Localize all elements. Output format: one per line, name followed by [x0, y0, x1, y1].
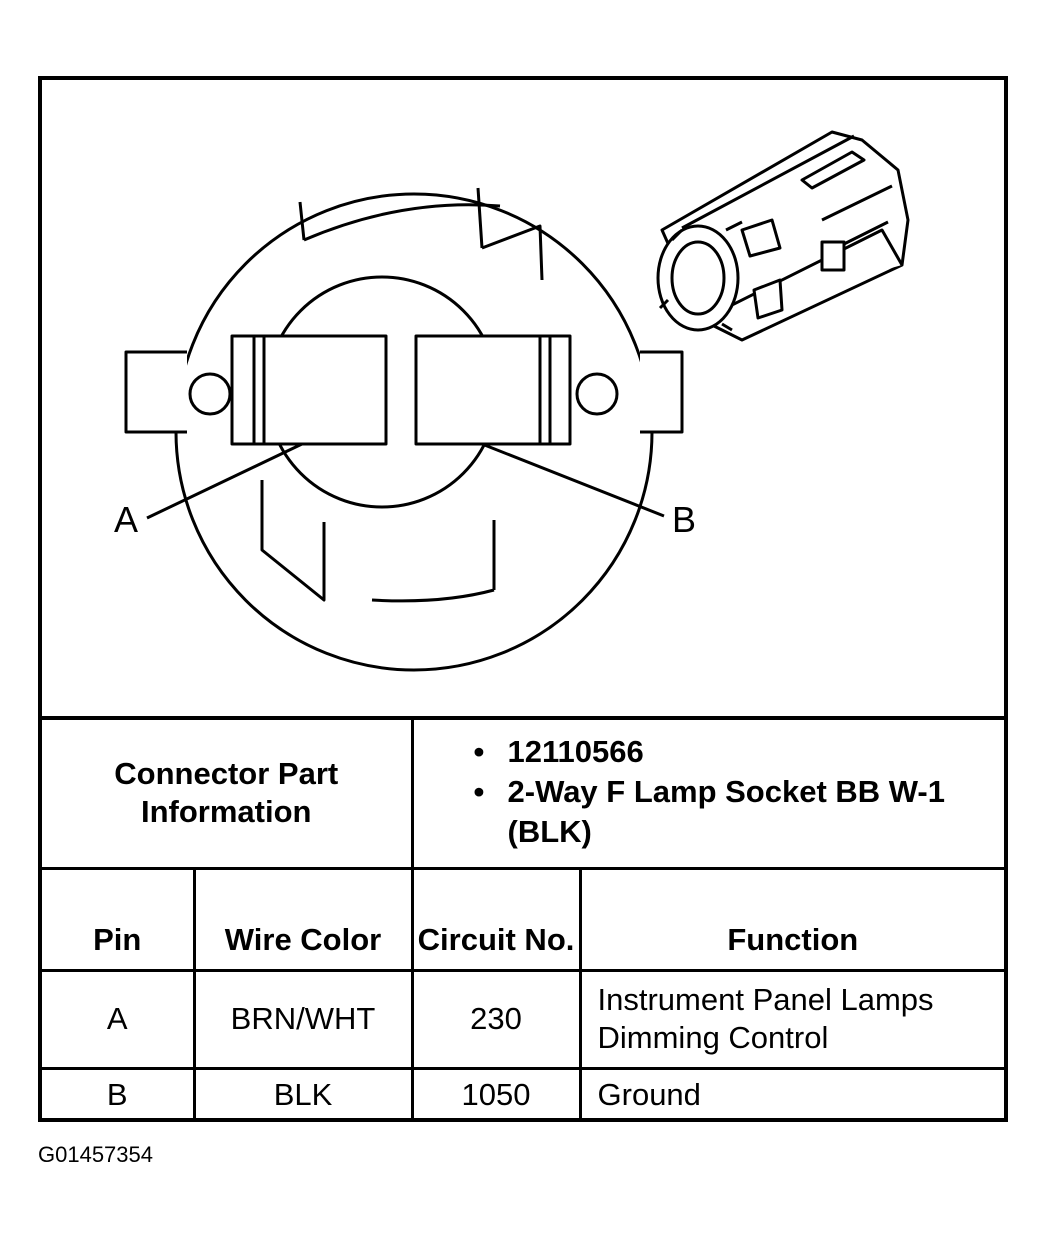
row-b-function: Ground: [578, 1066, 1005, 1120]
row-b-wire-color: BLK: [192, 1066, 414, 1120]
leader-line-a: [146, 442, 303, 520]
left-mounting-tab: [124, 350, 187, 434]
table-row: A BRN/WHT 230 Instrument Panel Lamps Dim…: [42, 968, 1005, 1070]
col-header-wire-color: Wire Color: [192, 866, 414, 972]
row-b-circuit-no: 1050: [410, 1066, 582, 1120]
right-tab-hole: [575, 372, 619, 416]
row-a-wire-color: BRN/WHT: [192, 968, 414, 1070]
col-header-function: Function: [578, 866, 1005, 972]
row-a-function: Instrument Panel Lamps Dimming Control: [578, 968, 1005, 1070]
top-lock-bar-left: [298, 201, 501, 242]
table-row: B BLK 1050 Ground: [42, 1066, 1005, 1120]
pin-label-b: B: [672, 499, 696, 540]
connector-3d-illustration: [656, 130, 910, 342]
row-a-pin: A: [42, 968, 196, 1070]
col-header-circuit-no: Circuit No.: [410, 866, 582, 972]
connector-info-table: Connector Part Information 12110566 2-Wa…: [42, 716, 1005, 1120]
col-header-pin: Pin: [42, 866, 196, 972]
row-a-circuit-no: 230: [410, 968, 582, 1070]
bottom-lock-bar-left: [260, 480, 326, 602]
left-tab-hole: [188, 372, 232, 416]
pin-label-a: A: [114, 499, 138, 540]
part-number: 12110566: [474, 732, 1005, 772]
top-lock-bar-right: [476, 187, 544, 281]
right-mounting-tab: [640, 350, 684, 434]
connector-part-header: Connector Part Information: [42, 716, 414, 870]
leader-line-b: [481, 442, 665, 518]
terminal-b: [414, 334, 572, 446]
part-info-list: 12110566 2-Way F Lamp Socket BB W-1 (BLK…: [410, 716, 1005, 870]
diagram-frame: A B Connector Part Information: [38, 76, 1008, 1122]
row-b-pin: B: [42, 1066, 196, 1120]
part-description: 2-Way F Lamp Socket BB W-1 (BLK): [474, 772, 1005, 852]
terminal-a: [230, 334, 388, 446]
connector-face-diagram: A B: [114, 130, 910, 672]
bottom-lock-bar-right: [371, 520, 496, 603]
figure-id: G01457354: [38, 1142, 153, 1167]
